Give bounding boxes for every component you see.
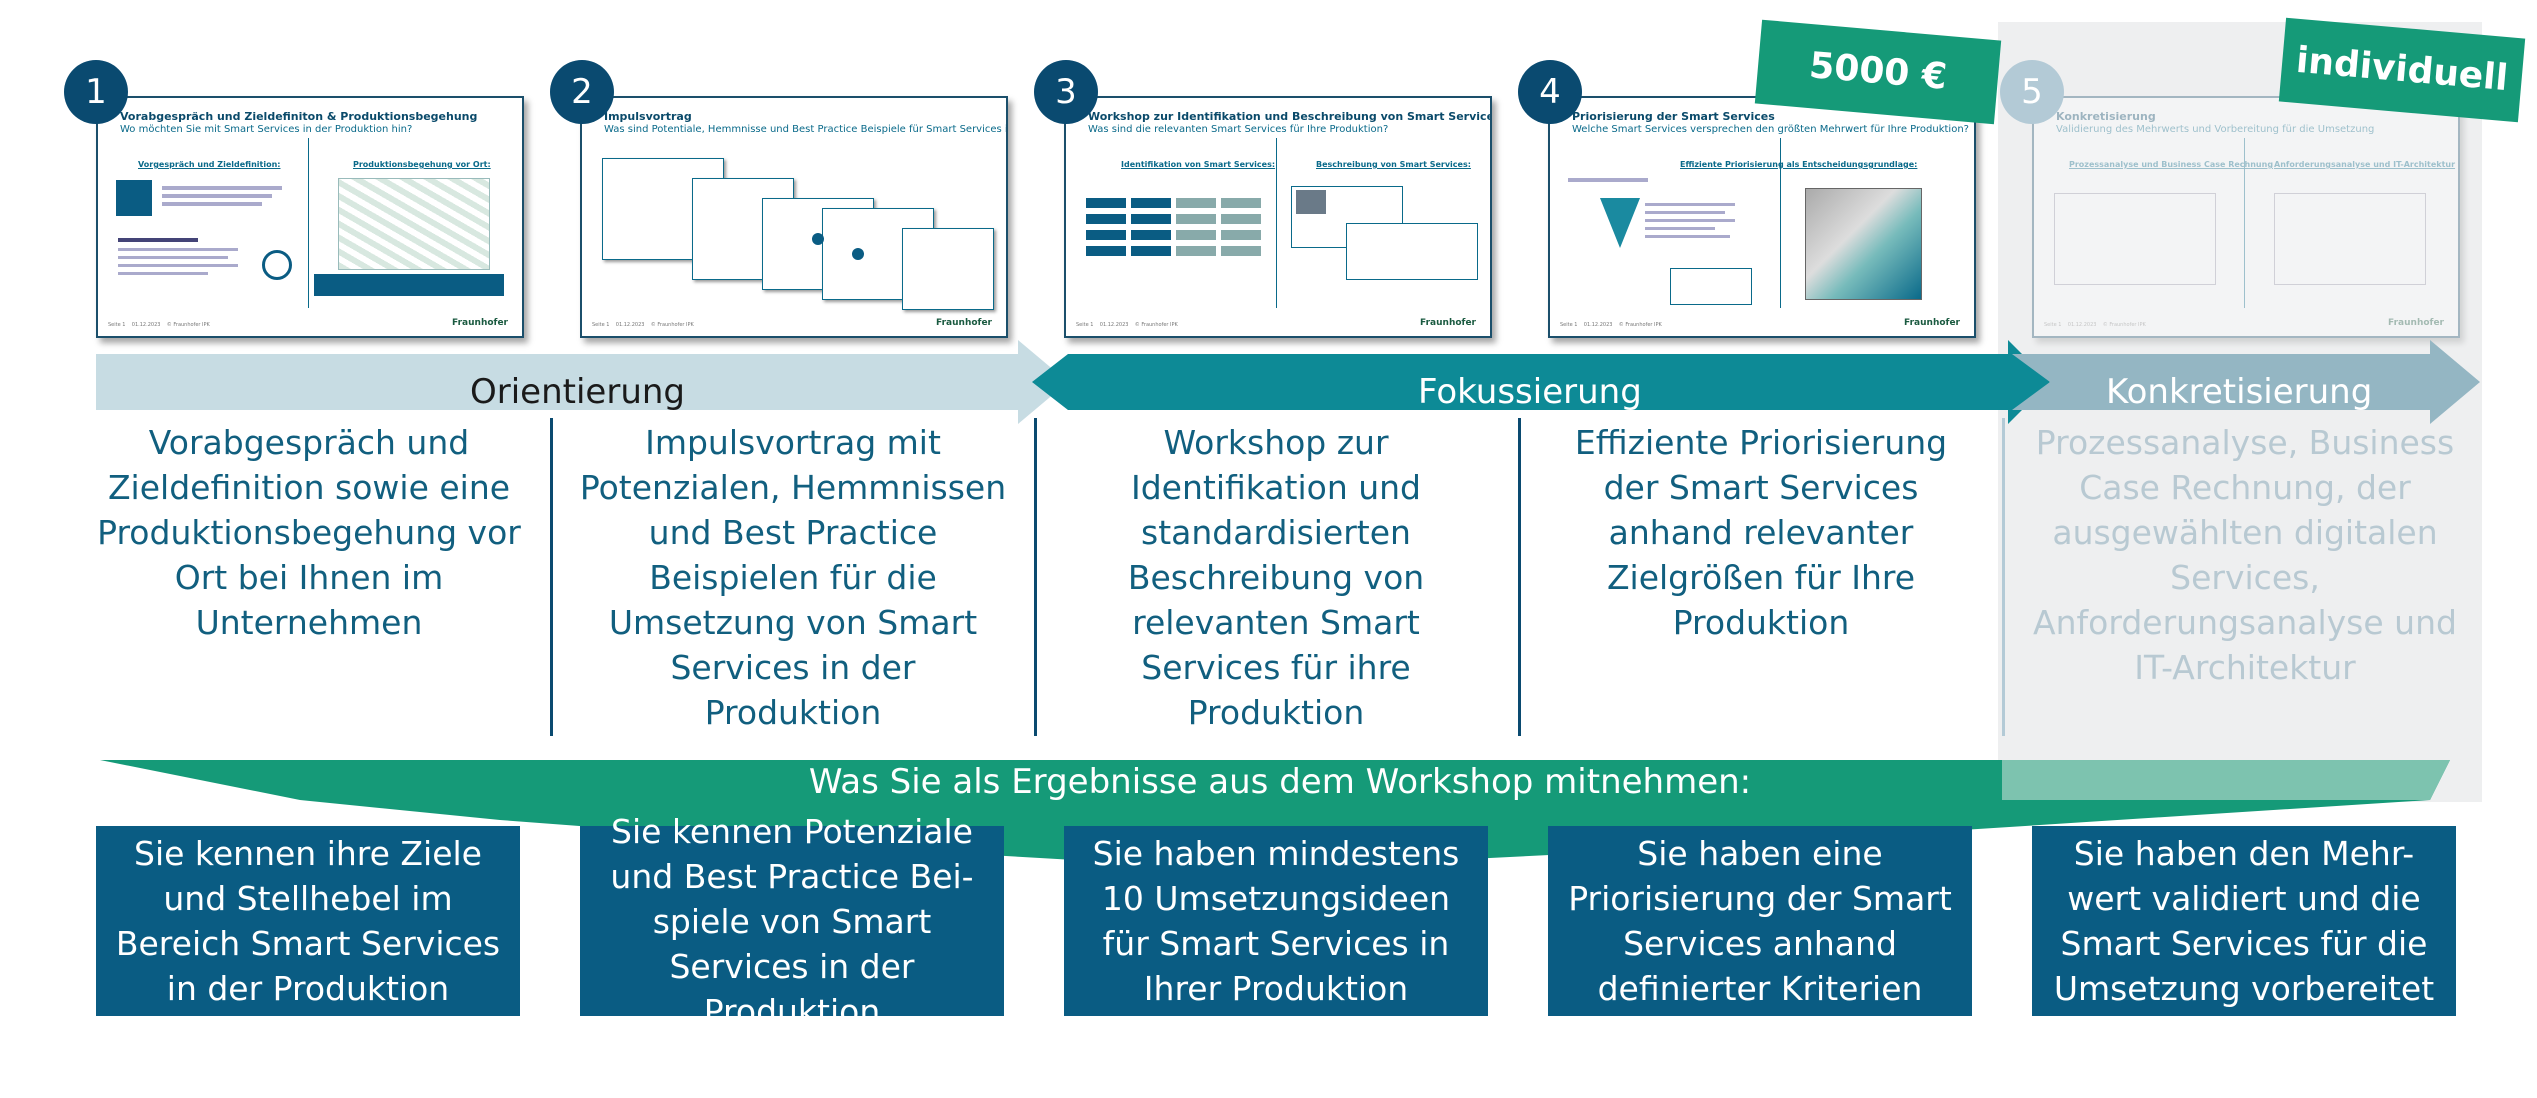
fraunhofer-logo: Fraunhofer <box>936 318 992 328</box>
slide-right-heading: Beschreibung von Smart Services: <box>1316 160 1471 169</box>
slide-right-heading: Anforderungsanalyse und IT-Architektur <box>2274 160 2456 169</box>
orientierung-arrow <box>96 340 1068 424</box>
slide-right-heading: Produktionsbegehung vor Ort: <box>353 160 491 169</box>
step-2-slide-thumbnail[interactable]: Impulsvortrag Was sind Potentiale, Hemmn… <box>580 96 1008 338</box>
step-5-result-box: Sie haben den Mehr-wert validiert und di… <box>2032 826 2456 1016</box>
slide-divider <box>1780 138 1781 308</box>
fraunhofer-logo: Fraunhofer <box>2388 318 2444 328</box>
results-banner-faded <box>2002 760 2450 800</box>
slide-left-heading: Effiziente Priorisierung als Entscheidun… <box>1680 160 1918 169</box>
step-1-slide-thumbnail[interactable]: Vorabgespräch und Zieldefiniton & Produk… <box>96 96 524 338</box>
slide-left-heading: Identifikation von Smart Services: <box>1121 160 1276 169</box>
result-text: Sie haben den Mehr-wert validiert und di… <box>2053 834 2435 1008</box>
phase-fokussierung-label: Fokussierung <box>1418 372 1642 412</box>
slide-title: Workshop zur Identifikation und Beschrei… <box>1088 110 1492 123</box>
step-1-description: Vorabgespräch und Zieldefinition sowie e… <box>97 423 521 642</box>
phase-orientierung-label: Orientierung <box>470 372 686 412</box>
slide-divider <box>2244 138 2245 308</box>
column-separator <box>550 418 553 736</box>
slide-subtitle: Validierung des Mehrwerts und Vorbereitu… <box>2056 124 2375 135</box>
result-text: Sie kennen Potenziale und Best Practice … <box>610 811 974 1031</box>
column-separator <box>1518 418 1521 736</box>
step-2-result-box: Sie kennen Potenziale und Best Practice … <box>580 812 1004 1031</box>
column-separator <box>1034 418 1037 736</box>
target-icon <box>262 250 292 280</box>
step-5-number-badge: 5 <box>2000 60 2064 124</box>
slide-title: Impulsvortrag <box>604 110 692 123</box>
results-heading: Was Sie als Ergebnisse aus dem Workshop … <box>808 762 1752 802</box>
slide-divider <box>1276 138 1277 308</box>
slide-subtitle: Was sind die relevanten Smart Services f… <box>1088 124 1389 135</box>
priority-matrix <box>1805 188 1922 300</box>
fokussierung-arrow <box>1032 340 2050 424</box>
factory-map-image <box>338 178 490 270</box>
step-4-slide-thumbnail[interactable]: Priorisierung der Smart Services Welche … <box>1548 96 1976 338</box>
step-3-result-box: Sie haben mindestens 10 Umsetzungsideen … <box>1064 826 1488 1016</box>
step-1-number-badge: 1 <box>64 60 128 124</box>
step-5-slide-thumbnail[interactable]: Konkretisierung Validierung des Mehrwert… <box>2032 96 2460 338</box>
step-3-slide-thumbnail[interactable]: Workshop zur Identifikation und Beschrei… <box>1064 96 1492 338</box>
results-banner <box>100 760 2450 870</box>
step-4-result-box: Sie haben eine Priorisierung der Smart S… <box>1548 826 1972 1016</box>
fraunhofer-logo: Fraunhofer <box>1420 318 1476 328</box>
future-step-overlay <box>1998 22 2482 802</box>
phase-konkretisierung-label: Konkretisierung <box>2106 372 2373 412</box>
step-3-description: Workshop zur Identifikation und standard… <box>1127 423 1425 732</box>
step-4-description: Effiziente Priorisierung der Smart Servi… <box>1574 423 1948 642</box>
slide-subtitle: Wo möchten Sie mit Smart Services in der… <box>120 124 413 135</box>
slide-left-heading: Prozessanalyse und Business Case Rechnun… <box>2069 160 2274 169</box>
step-1-result-box: Sie kennen ihre Ziele und Stellhebel im … <box>96 826 520 1016</box>
slide-left-heading: Vorgespräch und Zieldefinition: <box>138 160 281 169</box>
column-separator <box>2002 418 2005 736</box>
people-icon <box>116 180 152 216</box>
result-text: Sie kennen ihre Ziele und Stellhebel im … <box>115 834 501 1008</box>
result-text: Sie haben mindestens 10 Umsetzungsideen … <box>1092 834 1460 1008</box>
funnel-icon <box>1600 198 1640 248</box>
slide-divider <box>308 138 309 308</box>
fraunhofer-logo: Fraunhofer <box>1904 318 1960 328</box>
step-2-description: Impulsvortrag mit Potenzialen, Hemmnisse… <box>579 423 1007 732</box>
step-3-number-badge: 3 <box>1034 60 1098 124</box>
konkretisierung-arrow <box>2012 340 2480 424</box>
result-text: Sie haben eine Priorisierung der Smart S… <box>1568 834 1952 1008</box>
slide-subtitle: Was sind Potentiale, Hemmnisse und Best … <box>604 124 1008 135</box>
fraunhofer-logo: Fraunhofer <box>452 318 508 328</box>
step-5-description: Prozessanalyse, Business Case Rechnung, … <box>2033 423 2457 687</box>
slide-title: Konkretisierung <box>2056 110 2156 123</box>
step-4-number-badge: 4 <box>1518 60 1582 124</box>
slide-title: Priorisierung der Smart Services <box>1572 110 1775 123</box>
step-2-number-badge: 2 <box>550 60 614 124</box>
slide-title: Vorabgespräch und Zieldefiniton & Produk… <box>120 110 478 123</box>
slide-subtitle: Welche Smart Services versprechen den gr… <box>1572 124 1969 135</box>
